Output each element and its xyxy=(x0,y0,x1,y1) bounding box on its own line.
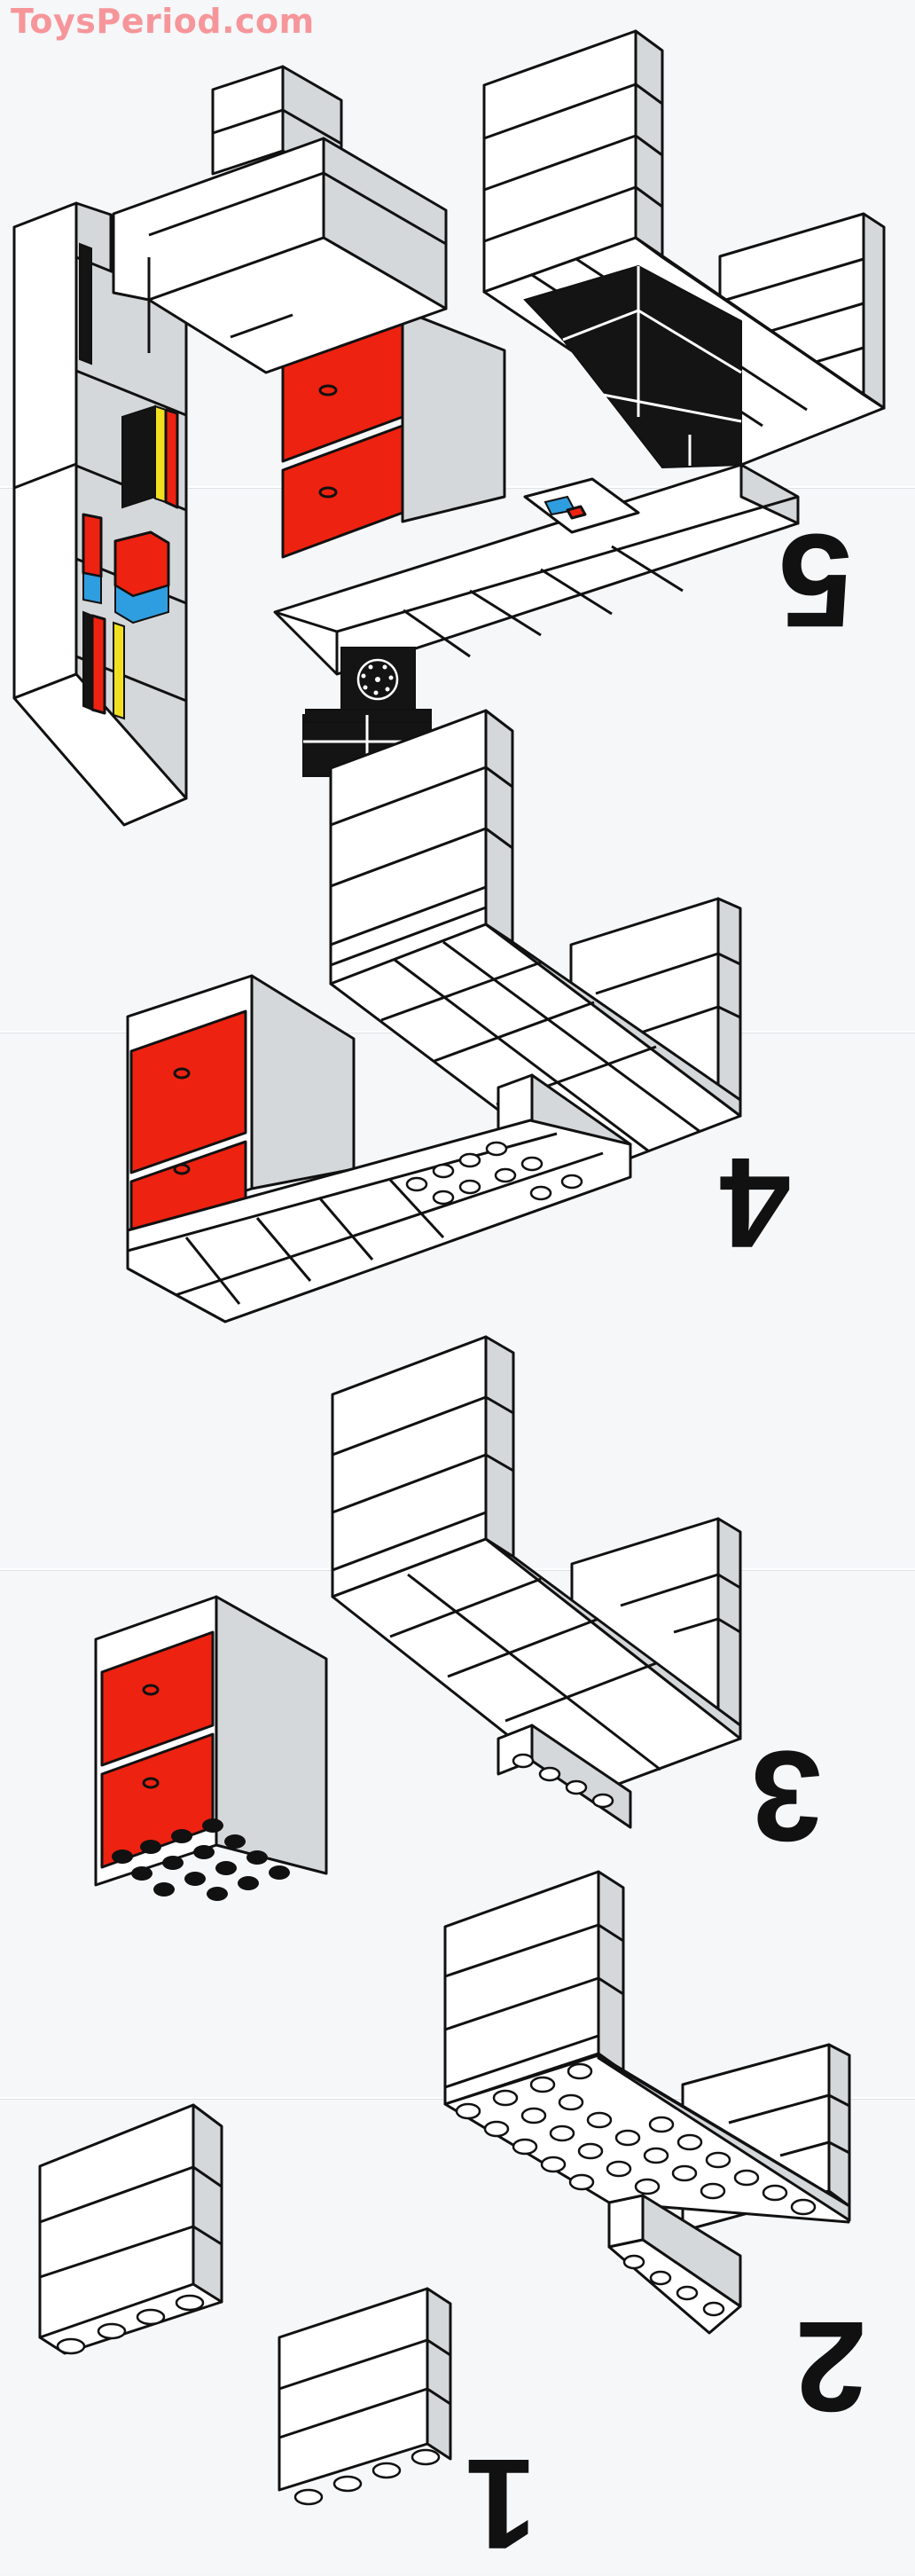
step-5-illustration xyxy=(12,29,886,827)
step-1-illustration xyxy=(38,2103,452,2506)
step-number-2: 2 xyxy=(794,2295,867,2439)
step-2-illustration xyxy=(443,1870,851,2335)
step-4-illustration xyxy=(126,709,742,1323)
bookshelf xyxy=(12,201,188,827)
plate-studs xyxy=(455,2062,817,2216)
studs xyxy=(405,1141,583,1206)
tall-stack xyxy=(482,29,664,294)
stove xyxy=(523,264,742,469)
blueprint xyxy=(523,477,640,534)
upper-beam xyxy=(112,137,448,374)
step-number-3: 3 xyxy=(750,1724,823,1868)
brick-stack-left xyxy=(38,2103,223,2355)
step-3-illustration xyxy=(94,1335,742,1901)
cabinet-studs xyxy=(112,1818,290,1901)
step-number-4: 4 xyxy=(719,1131,792,1275)
brick-stack-right xyxy=(278,2287,452,2506)
watermark: ToysPeriod.com xyxy=(11,2,315,41)
step-number-5: 5 xyxy=(778,507,853,656)
step-number-1: 1 xyxy=(465,2432,537,2576)
